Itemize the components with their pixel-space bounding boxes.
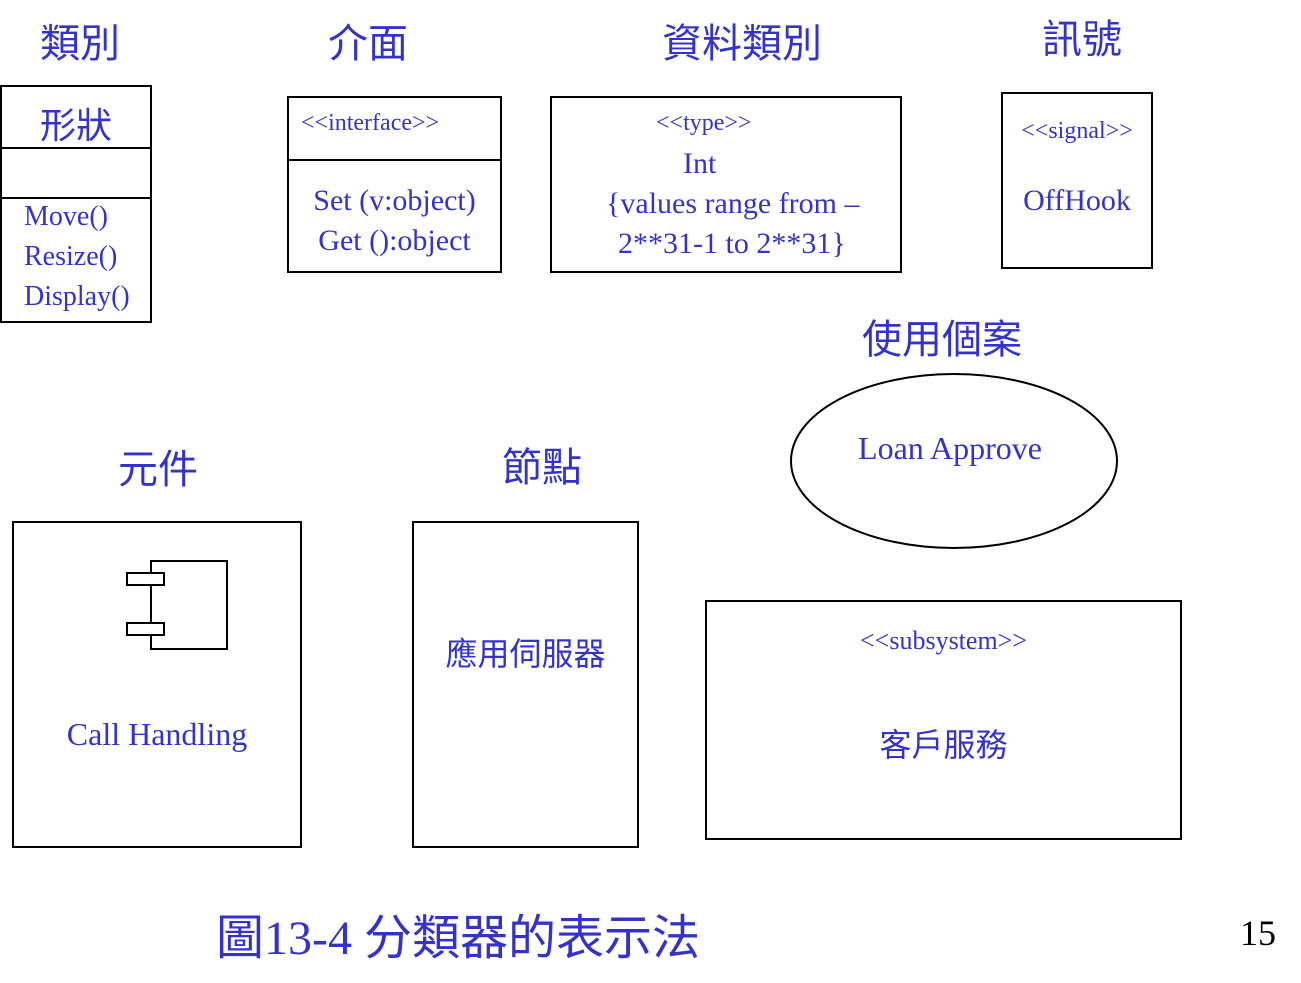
signal-name: OffHook [1023, 184, 1131, 217]
interface-op: Set (v:object) [313, 184, 476, 217]
node-box: 應用伺服器 [412, 521, 639, 848]
class-box: 形狀 Move() Resize() Display() [0, 85, 152, 323]
signal-stereotype: <<signal>> [1021, 118, 1133, 144]
datatype-box: <<type>> Int {values range from – 2**31-… [550, 96, 902, 273]
datatype-constraint: 2**31-1 to 2**31} [618, 227, 846, 260]
heading-node: 節點 [502, 445, 582, 490]
class-divider-2 [2, 197, 150, 199]
subsystem-box: <<subsystem>> 客戶服務 [705, 600, 1182, 840]
component-box: Call Handling [12, 521, 302, 848]
class-name: 形狀 [39, 106, 112, 146]
subsystem-stereotype: <<subsystem>> [860, 626, 1027, 655]
heading-class: 類別 [40, 21, 120, 66]
figure-caption: 圖13-4 分類器的表示法 [216, 912, 700, 965]
class-op: Display() [24, 281, 130, 312]
heading-interface: 介面 [328, 21, 408, 66]
interface-op: Get ():object [318, 224, 471, 257]
datatype-name: Int [683, 147, 717, 180]
interface-box: <<interface>> Set (v:object) Get ():obje… [287, 96, 502, 273]
page-number: 15 [1240, 913, 1276, 953]
class-divider-1 [2, 147, 150, 149]
heading-signal: 訊號 [1042, 17, 1122, 62]
heading-datatype: 資料類別 [662, 21, 822, 66]
class-op: Resize() [24, 241, 118, 272]
datatype-constraint: {values range from – [606, 187, 860, 220]
component-icon [126, 560, 228, 650]
interface-stereotype: <<interface>> [301, 110, 440, 136]
usecase-ellipse [790, 373, 1118, 549]
heading-component: 元件 [118, 447, 198, 492]
component-name: Call Handling [66, 716, 248, 752]
interface-divider [289, 159, 500, 161]
datatype-stereotype: <<type>> [656, 110, 752, 136]
node-name: 應用伺服器 [445, 636, 606, 672]
subsystem-name: 客戶服務 [879, 727, 1008, 763]
signal-box: <<signal>> OffHook [1001, 92, 1153, 269]
class-op: Move() [24, 201, 108, 232]
usecase-name: Loan Approve [858, 430, 1042, 466]
heading-usecase: 使用個案 [862, 317, 1022, 362]
